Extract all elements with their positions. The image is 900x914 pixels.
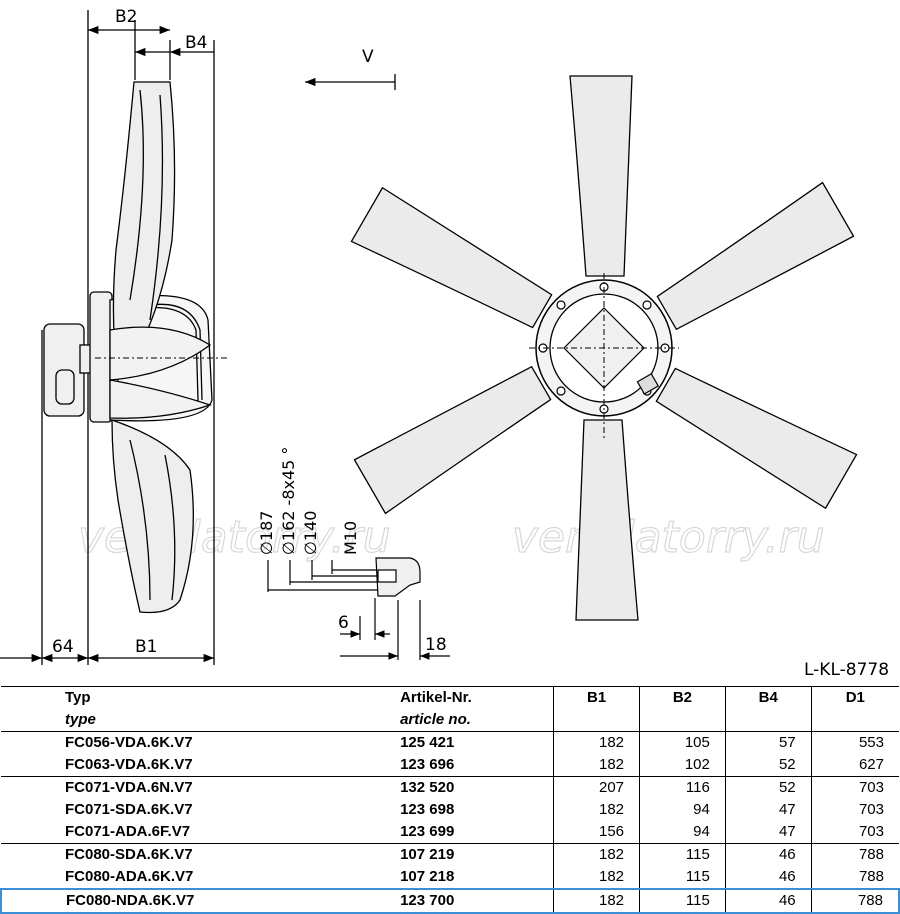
fan-technical-drawing: ventilatorry.ru ventilatorry.ru [0, 7, 889, 680]
view-label: V [362, 47, 374, 67]
cell-typ: FC080-SDA.6K.V7 [65, 846, 193, 863]
cell-b1: 207 [553, 776, 640, 799]
cell-b2: 115 [639, 843, 726, 866]
cell-art: 132 520 [400, 779, 455, 796]
header-b2: B2 [639, 686, 726, 709]
fan-side-view [0, 10, 230, 665]
cell-b4: 47 [724, 799, 812, 821]
cell-b2: 94 [639, 821, 726, 844]
cell-b4: 46 [724, 888, 812, 914]
dim-64: 64 [52, 637, 74, 657]
dim-6: 6 [338, 613, 349, 633]
cell-d1: 703 [810, 821, 899, 844]
cell-b2: 94 [639, 799, 726, 821]
cell-b1: 182 [553, 731, 640, 754]
cell-d1: 627 [810, 754, 899, 777]
cell-d1: 788 [810, 888, 900, 914]
dim-b2: B2 [115, 7, 137, 27]
cell-typ: FC071-SDA.6K.V7 [65, 801, 193, 818]
cell-art: 107 218 [400, 866, 554, 890]
cell-b1: 182 [553, 754, 640, 777]
hub-section-detail [267, 557, 450, 660]
cell-b4: 52 [724, 776, 812, 799]
cell-d1: 703 [810, 799, 899, 821]
cell-art: 123 700 [400, 888, 554, 914]
cell-d1: 703 [810, 776, 899, 799]
cell-b2: 105 [639, 731, 726, 754]
dim-m10: M10 [341, 521, 360, 555]
header-art: Artikel-Nr. [400, 686, 554, 709]
dim-d162: ∅162 -8x45 ° [279, 447, 298, 555]
cell-art: 123 698 [400, 801, 455, 818]
cell-b1: 182 [553, 866, 640, 890]
dim-d187: ∅187 [257, 511, 276, 555]
header-b4: B4 [724, 686, 812, 709]
cell-b2: 115 [639, 866, 726, 890]
cell-b4: 57 [724, 731, 812, 754]
watermark-right: ventilatorry.ru [512, 512, 825, 563]
cell-d1: 553 [810, 731, 899, 754]
cell-b2: 115 [639, 888, 726, 914]
cell-b1: 182 [553, 888, 640, 914]
table-header-row: Typ Artikel-Nr. B1 B2 B4 D1 [1, 686, 899, 709]
view-arrow [305, 74, 396, 90]
spec-table: Typ Artikel-Nr. B1 B2 B4 D1 type article… [0, 686, 900, 914]
header-d1: D1 [810, 686, 899, 709]
header-b1: B1 [553, 686, 640, 709]
cell-b4: 47 [724, 821, 812, 844]
cell-b4: 52 [724, 754, 812, 777]
header-typ-en: type [1, 709, 401, 732]
cell-d1: 788 [810, 866, 899, 890]
cell-d1: 788 [810, 843, 899, 866]
cell-typ: FC063-VDA.6K.V7 [1, 754, 401, 777]
cell-b1: 182 [553, 843, 640, 866]
table-header-row-en: type article no. [1, 709, 899, 732]
cell-art: 107 219 [400, 846, 455, 863]
cell-typ: FC071-VDA.6N.V7 [65, 779, 193, 796]
cell-b4: 46 [724, 866, 812, 890]
cell-typ: FC056-VDA.6K.V7 [65, 734, 193, 751]
cell-typ: FC071-ADA.6F.V7 [1, 821, 401, 844]
dim-d140: ∅140 [301, 511, 320, 555]
header-art-en: article no. [400, 709, 554, 732]
cell-typ: FC080-ADA.6K.V7 [1, 866, 401, 890]
cell-b1: 182 [553, 799, 640, 821]
cell-art: 123 699 [400, 821, 554, 844]
drawing-code: L-KL-8778 [804, 660, 889, 680]
fan-front-view [350, 75, 858, 621]
cell-art: 123 696 [400, 754, 554, 777]
cell-art: 125 421 [400, 734, 455, 751]
cell-typ: FC080-NDA.6K.V7 [0, 888, 401, 914]
cell-b2: 102 [639, 754, 726, 777]
cell-b1: 156 [553, 821, 640, 844]
cell-b4: 46 [724, 843, 812, 866]
header-typ: Typ [1, 686, 401, 709]
cell-b2: 116 [639, 776, 726, 799]
dim-b1: B1 [135, 637, 157, 657]
dim-18: 18 [425, 635, 447, 655]
dim-b4: B4 [185, 33, 207, 53]
